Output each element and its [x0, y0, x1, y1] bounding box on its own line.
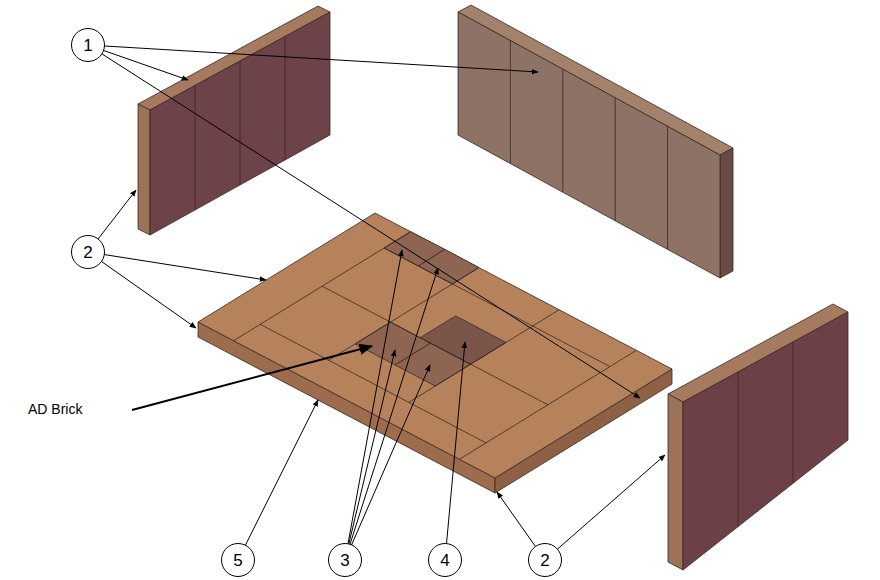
leader-line	[545, 455, 665, 560]
callout-circle: 5	[221, 543, 255, 577]
brick-joint	[322, 286, 548, 405]
brick-joint	[510, 41, 511, 164]
floor-top	[198, 213, 672, 478]
panel-face	[458, 12, 720, 278]
brick-joint	[409, 326, 533, 402]
callout-number: 3	[340, 552, 349, 569]
brick-joint	[329, 284, 453, 360]
leader-line	[445, 342, 465, 560]
callout-circle: 2	[528, 543, 562, 577]
panel-face	[683, 312, 848, 570]
panel-side	[720, 148, 733, 278]
callout-number: 2	[540, 552, 549, 569]
callout-number: 4	[440, 552, 449, 569]
callout-circle: 4	[428, 543, 462, 577]
callout-circle: 1	[71, 28, 105, 62]
leader-line	[345, 365, 430, 560]
brick-joint	[240, 61, 241, 185]
part-label: AD Brick	[28, 401, 82, 417]
brick-joint	[793, 342, 794, 483]
leader-line	[345, 268, 438, 560]
leader-line	[88, 45, 640, 398]
brick-joint	[562, 69, 563, 192]
panel-side	[138, 104, 150, 235]
brick-joint	[260, 324, 486, 443]
leader-line	[88, 252, 196, 328]
dark-brick	[418, 249, 479, 284]
callout-number: 1	[83, 37, 92, 54]
brick-joint	[615, 98, 616, 221]
callout-circle: 2	[71, 235, 105, 269]
callout-number: 5	[233, 552, 242, 569]
brick-joint	[533, 310, 560, 326]
brick-joint	[738, 372, 739, 527]
panel-side	[668, 394, 683, 570]
leader-line	[88, 252, 266, 280]
callout-circle: 3	[328, 543, 362, 577]
leader-line	[132, 346, 372, 410]
brick-joint	[384, 248, 610, 367]
leader-line	[345, 350, 395, 560]
callout-number: 2	[83, 244, 92, 261]
brick-joint	[452, 268, 479, 284]
leader-line	[238, 400, 318, 560]
brick-joint	[667, 126, 668, 249]
brick-joint	[285, 37, 286, 161]
panel-face	[150, 12, 330, 235]
leader-line	[88, 45, 538, 72]
ad-brick	[420, 316, 506, 364]
leader-line	[345, 250, 402, 560]
brick-joint	[195, 86, 196, 211]
